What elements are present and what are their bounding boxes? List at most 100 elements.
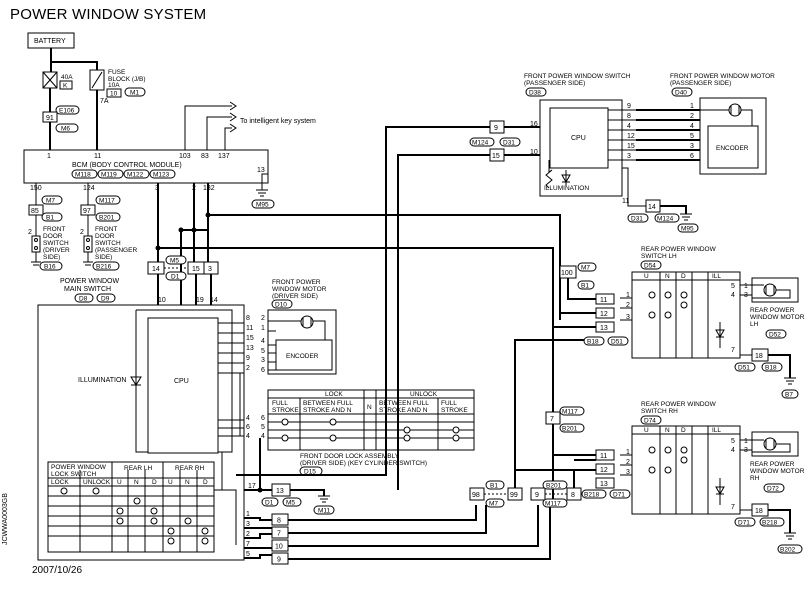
j98-pin: 98 <box>472 492 480 499</box>
rrh-sw-3: 3 <box>626 469 630 476</box>
rrh-mpin-1: 1 <box>744 438 748 445</box>
driver-door-conn-b16: B16 <box>44 264 56 271</box>
dl-lpin-4: 4 <box>246 415 250 422</box>
dl-label-0: FRONT DOOR LOCK ASSEMBLY <box>300 453 400 460</box>
lock-col-d1: D <box>152 479 157 486</box>
rrh-pin-13: 13 <box>600 481 608 488</box>
rlh-up-conn-m7: M7 <box>581 265 590 272</box>
rlh-pin-11: 11 <box>600 297 607 304</box>
fps-pin-15: 15 <box>627 143 635 150</box>
j98-conn-m7: M7 <box>489 501 498 508</box>
bcm-conn-m122: M122 <box>127 172 144 179</box>
fmp-pin-1: 1 <box>690 103 694 110</box>
dl-n: N <box>367 404 372 411</box>
driver-door-label-0: FRONT <box>43 226 65 233</box>
bpin-10: 10 <box>275 544 283 551</box>
date-stamp: 2007/10/26 <box>32 565 83 576</box>
dl-lpin-6: 6 <box>246 424 250 431</box>
rlh-conn: D54 <box>644 263 656 270</box>
ground-m11: M11 <box>318 508 331 515</box>
rrh-conn: D74 <box>644 418 656 425</box>
dl-rpin-5: 5 <box>261 424 265 431</box>
jd31-conn-d31: D31 <box>631 216 643 223</box>
fps-pin-10: 10 <box>530 149 538 156</box>
fuse-40a-letter: K <box>63 83 68 90</box>
lock-col-d2: D <box>203 479 208 486</box>
fps-conn: D38 <box>529 90 541 97</box>
rrh-sw-2: 2 <box>626 459 630 466</box>
rrh-up-conn-b201: B201 <box>562 426 578 433</box>
fuse-10a-rating: 10A <box>108 82 120 89</box>
rrh-pin-7: 7 <box>731 504 735 511</box>
driver-door-pin-85: 85 <box>31 208 39 215</box>
rlh-up-conn-b1: B1 <box>581 283 589 290</box>
pass-door-pin-sw: 2 <box>80 229 84 236</box>
rlh-bot-conn-d51: D51 <box>611 339 623 346</box>
bpin-7: 7 <box>277 531 281 538</box>
rrh-col-u: U <box>644 427 649 434</box>
ground-b7: B7 <box>785 392 793 399</box>
rlh-col-ill: ILL <box>712 273 721 280</box>
fmd-label-2: (DRIVER SIDE) <box>272 293 318 300</box>
rlh-sw-3: 3 <box>626 314 630 321</box>
jm5-conn-d1: D1 <box>171 274 180 281</box>
bcm-conn-m119: M119 <box>101 172 117 179</box>
fmd-label-1: WINDOW MOTOR <box>272 286 327 293</box>
driver-door-label-3: (DRIVER <box>43 247 70 254</box>
main-pin-19: 19 <box>196 297 204 304</box>
jm5-pin-14: 14 <box>152 266 160 273</box>
dl-strokeN-1: STROKE AND N <box>303 407 352 414</box>
rlh-col-n: N <box>665 273 670 280</box>
fuse-91-conn: M6 <box>61 126 70 133</box>
j9-conn-b201: B201 <box>546 483 562 490</box>
rrh-j18: 18 <box>755 508 763 515</box>
dl-lock: LOCK <box>325 391 343 398</box>
rrh-col-n: N <box>665 427 670 434</box>
intelligent-key-label: To intelligent key system <box>240 118 316 125</box>
bcm-label: BCM (BODY CONTROL MODULE) <box>72 162 182 169</box>
rrh-mpin-3: 3 <box>744 447 748 454</box>
rlh-motor-label-2: LH <box>750 321 759 328</box>
rrh-col-d: D <box>681 427 686 434</box>
rlh-j18: 18 <box>755 353 763 360</box>
rrh-pin-11: 11 <box>600 453 607 460</box>
driver-door-conn-b1: B1 <box>46 215 54 222</box>
main-pin-2: 2 <box>246 531 250 538</box>
fmd-mpin-5: 5 <box>261 348 265 355</box>
rrh-motor-conn: D72 <box>767 486 779 493</box>
fmd-encoder: ENCODER <box>286 353 319 360</box>
driver-door-pin-sw: 2 <box>28 229 32 236</box>
fmp-pin-5: 5 <box>690 133 694 140</box>
bcm-pin-11: 11 <box>94 153 101 160</box>
lock-header-1: LOCK SWITCH <box>51 471 96 478</box>
rlh-pin-12: 12 <box>600 311 608 318</box>
j98-conn-b1: B1 <box>490 483 498 490</box>
pass-door-label-3: (PASSENGER <box>95 247 137 254</box>
rlh-conn-b18: B18 <box>765 365 777 372</box>
main-pin-1: 1 <box>246 511 250 518</box>
fmp-conn: D40 <box>675 90 687 97</box>
jm5-pin-3: 3 <box>208 266 212 273</box>
fmp-label-1: (PASSENGER SIDE) <box>670 80 731 87</box>
driver-door-label-1: DOOR <box>43 233 63 240</box>
bcm-conn-m123: M123 <box>153 172 170 179</box>
rlh-col-u: U <box>644 273 649 280</box>
lock-col-lock: LOCK <box>51 479 69 486</box>
j9-conn-m117: M117 <box>545 501 561 508</box>
rlh-col-d: D <box>681 273 686 280</box>
main-cpu-label: CPU <box>174 378 189 385</box>
pass-door-label-0: FRONT <box>95 226 117 233</box>
page-title: POWER WINDOW SYSTEM <box>10 6 207 23</box>
fps-pin-12: 12 <box>627 133 635 140</box>
bcm-pin-83: 83 <box>201 153 209 160</box>
rrh-conn-b218: B218 <box>762 520 778 527</box>
rrh-label-1: SWITCH RH <box>641 408 678 415</box>
rrh-pin-12: 12 <box>600 467 608 474</box>
dl-conn: D15 <box>304 469 316 476</box>
jd1-pin-13: 13 <box>276 488 284 495</box>
lock-header-rear-lh: REAR LH <box>124 465 152 472</box>
pass-door-label-4: SIDE) <box>95 254 112 261</box>
lock-col-unlock: UNLOCK <box>83 479 111 486</box>
lock-header-rear-rh: REAR RH <box>175 465 205 472</box>
